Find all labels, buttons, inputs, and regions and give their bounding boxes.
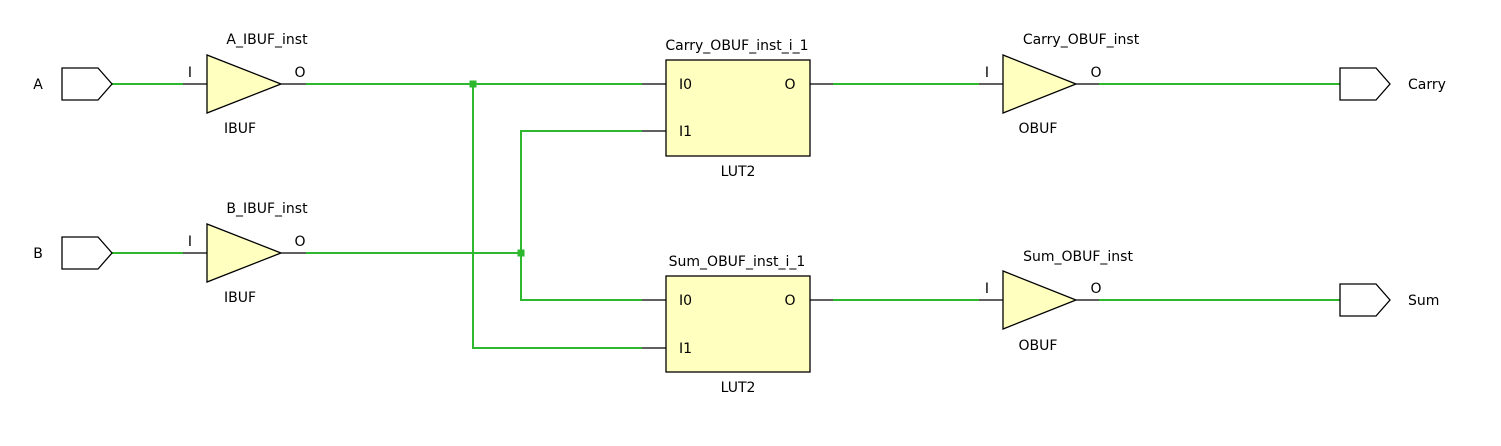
nets [112, 80, 1340, 349]
cell-instance-name: B_IBUF_inst [226, 201, 308, 217]
cell-instance-name: Carry_OBUF_inst_i_1 [665, 38, 808, 54]
input-port-icon [61, 236, 113, 270]
buffer-triangle-icon [1002, 270, 1078, 330]
lut-box [665, 275, 811, 373]
port-b-label: B [33, 246, 43, 262]
output-port-icon [1339, 283, 1391, 317]
cell-type-label: IBUF [224, 121, 256, 137]
pin-out-label: O [784, 293, 795, 309]
net-junction-b [517, 249, 525, 257]
pin-out-label: O [784, 77, 795, 93]
cell-type-label: OBUF [1019, 121, 1058, 137]
pin-in-label: I [188, 65, 192, 81]
pin-out-label: O [1090, 281, 1101, 297]
cell-instance-name: Sum_OBUF_inst_i_1 [669, 254, 806, 270]
net-junction-a [469, 80, 477, 88]
buffer-triangle-icon [206, 223, 283, 283]
buffer-triangle-icon [1002, 54, 1078, 114]
pin-out-label: O [294, 234, 305, 250]
pin-i1-label: I1 [679, 341, 692, 357]
port-a[interactable]: A [33, 67, 113, 101]
pin-in-label: I [985, 65, 989, 81]
cell-a-ibuf[interactable]: A_IBUF_inst I O IBUF [183, 32, 308, 137]
cell-type-label: LUT2 [721, 164, 756, 180]
port-sum-label: Sum [1408, 293, 1439, 309]
cell-b-ibuf[interactable]: B_IBUF_inst I O IBUF [183, 201, 308, 306]
net-b-ibuf-out-branch-carry[interactable] [520, 130, 642, 253]
cell-sum-lut[interactable]: Sum_OBUF_inst_i_1 I0 I1 O LUT2 [642, 254, 833, 396]
net-b-ibuf-out-branch-sum[interactable] [520, 253, 642, 301]
pin-i0-label: I0 [679, 293, 692, 309]
port-sum[interactable]: Sum [1339, 283, 1439, 317]
pin-out-label: O [294, 65, 305, 81]
port-carry-label: Carry [1408, 77, 1446, 93]
cell-instance-name: A_IBUF_inst [226, 32, 308, 48]
cell-type-label: OBUF [1019, 338, 1058, 354]
cell-type-label: LUT2 [721, 380, 756, 396]
pin-in-label: I [188, 234, 192, 250]
port-a-label: A [33, 77, 43, 93]
port-b[interactable]: B [33, 236, 113, 270]
pin-out-label: O [1090, 65, 1101, 81]
pin-i1-label: I1 [679, 124, 692, 140]
cell-sum-obuf[interactable]: Sum_OBUF_inst I O OBUF [979, 249, 1133, 354]
cell-carry-obuf[interactable]: Carry_OBUF_inst I O OBUF [979, 32, 1140, 137]
cell-carry-lut[interactable]: Carry_OBUF_inst_i_1 I0 I1 O LUT2 [642, 38, 833, 180]
pin-in-label: I [985, 281, 989, 297]
buffer-triangle-icon [206, 54, 283, 114]
input-port-icon [61, 67, 113, 101]
net-a-ibuf-out-branch[interactable] [472, 84, 642, 349]
cell-instance-name: Carry_OBUF_inst [1023, 32, 1140, 48]
cell-type-label: IBUF [224, 290, 256, 306]
port-carry[interactable]: Carry [1339, 67, 1446, 101]
cell-instance-name: Sum_OBUF_inst [1023, 249, 1133, 265]
output-port-icon [1339, 67, 1391, 101]
pin-i0-label: I0 [679, 77, 692, 93]
lut-box [665, 59, 811, 157]
